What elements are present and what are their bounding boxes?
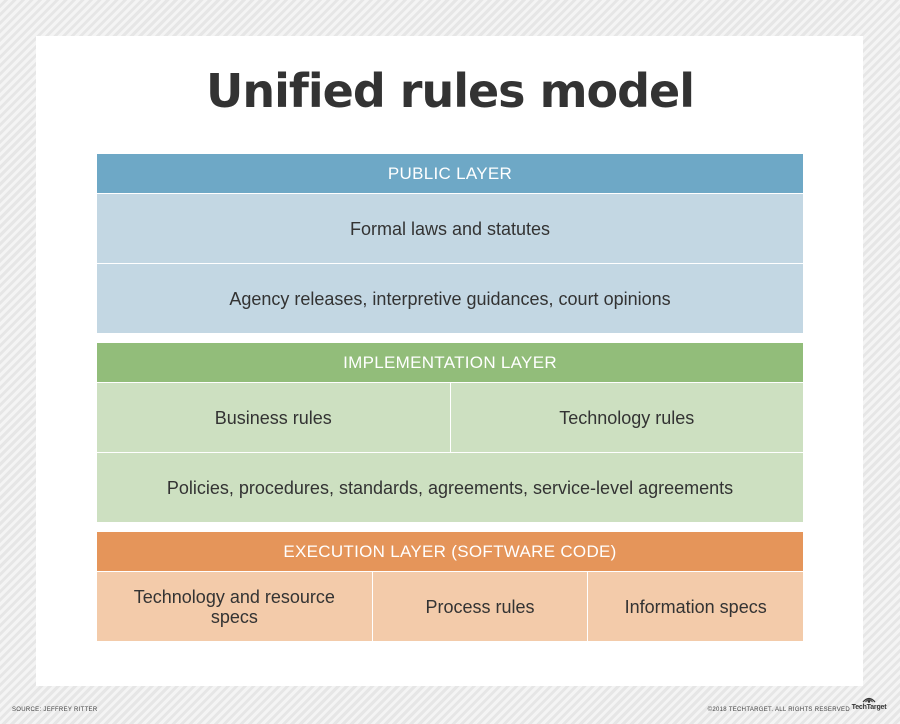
business-rules-cell: Business rules — [97, 383, 450, 452]
technology-resource-specs-label: Technology and resource specs — [133, 586, 335, 627]
techtarget-logo: TechTarget — [851, 696, 887, 718]
execution-layer-row: Technology and resource specs Process ru… — [97, 571, 804, 641]
logo-text: TechTarget — [851, 704, 887, 711]
execution-layer: EXECUTION LAYER (SOFTWARE CODE) Technolo… — [97, 532, 804, 641]
public-layer-row: Agency releases, interpretive guidances,… — [97, 263, 803, 333]
public-layer: PUBLIC LAYER Formal laws and statutes Ag… — [97, 154, 803, 333]
eye-icon — [862, 697, 876, 703]
execution-layer-header: EXECUTION LAYER (SOFTWARE CODE) — [97, 532, 803, 571]
technology-rules-cell: Technology rules — [449, 383, 803, 452]
implementation-layer-row: Business rules Technology rules — [97, 382, 803, 452]
diagram-title: Unified rules model — [205, 64, 695, 118]
technology-resource-specs-cell: Technology and resource specs — [97, 572, 372, 641]
implementation-layer-row: Policies, procedures, standards, agreeme… — [97, 452, 803, 522]
agency-releases-cell: Agency releases, interpretive guidances,… — [97, 264, 803, 333]
formal-laws-cell: Formal laws and statutes — [97, 194, 803, 263]
implementation-layer-header: IMPLEMENTATION LAYER — [97, 343, 803, 382]
process-rules-cell: Process rules — [371, 572, 588, 641]
public-layer-header: PUBLIC LAYER — [97, 154, 803, 193]
source-credit: SOURCE: JEFFREY RITTER — [12, 707, 98, 713]
copyright-notice: ©2018 TECHTARGET. ALL RIGHTS RESERVED — [707, 707, 850, 713]
information-specs-cell: Information specs — [587, 572, 804, 641]
policies-cell: Policies, procedures, standards, agreeme… — [97, 453, 803, 522]
implementation-layer: IMPLEMENTATION LAYER Business rules Tech… — [97, 343, 803, 522]
public-layer-row: Formal laws and statutes — [97, 193, 803, 263]
